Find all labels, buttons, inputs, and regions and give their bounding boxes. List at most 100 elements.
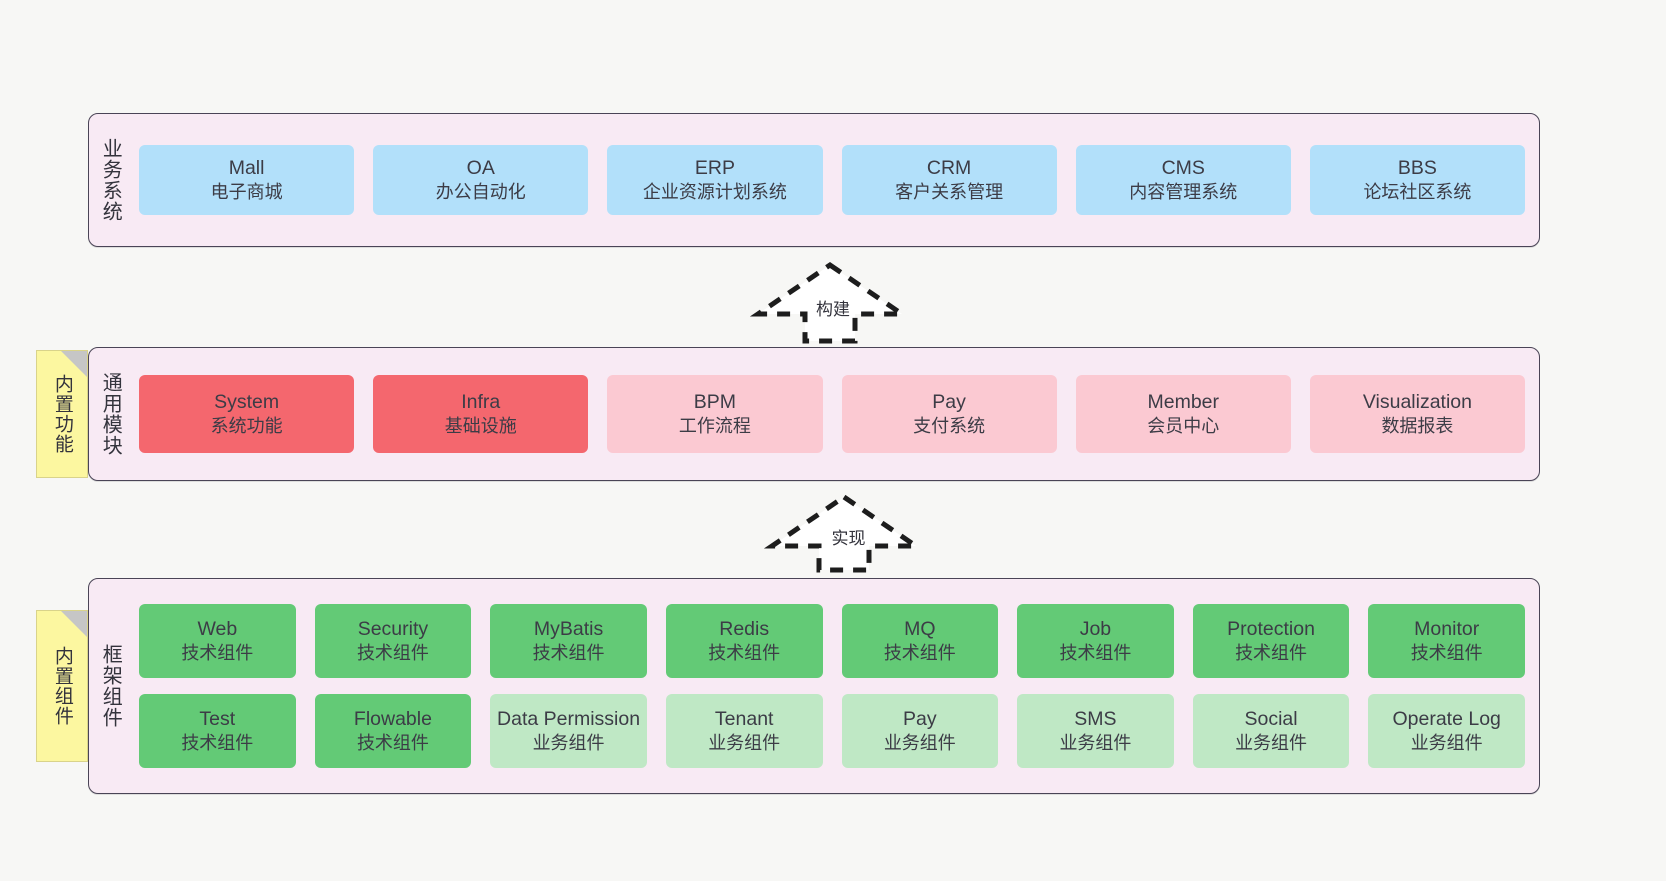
business-card-mall[interactable]: Mall 电子商城 — [139, 145, 355, 215]
card-title: Visualization — [1362, 391, 1473, 413]
component-card-job[interactable]: Job 技术组件 — [1017, 604, 1174, 678]
component-card-test[interactable]: Test 技术组件 — [139, 694, 296, 768]
card-title: CMS — [1161, 157, 1205, 179]
card-subtitle: 内容管理系统 — [1129, 181, 1238, 202]
card-title: OA — [466, 157, 495, 179]
card-subtitle: 办公自动化 — [435, 181, 526, 202]
sticky-note-builtin-component: 内置组件 — [36, 610, 88, 762]
card-subtitle: 技术组件 — [708, 642, 781, 663]
layer-framework-component: 框架组件 Web 技术组件 Security 技术组件 MyBatis 技术组件… — [88, 578, 1540, 794]
module-card-bpm[interactable]: BPM 工作流程 — [607, 375, 823, 453]
component-card-pay[interactable]: Pay 业务组件 — [841, 694, 999, 768]
component-card-sms[interactable]: SMS 业务组件 — [1017, 694, 1174, 768]
component-card-mybatis[interactable]: MyBatis 技术组件 — [490, 604, 647, 678]
business-card-crm[interactable]: CRM 客户关系管理 — [841, 145, 1057, 215]
component-card-protection[interactable]: Protection 技术组件 — [1192, 604, 1350, 678]
component-card-redis[interactable]: Redis 技术组件 — [665, 604, 823, 678]
card-subtitle: 技术组件 — [181, 642, 254, 663]
card-title: Social — [1244, 708, 1298, 730]
component-card-tenant[interactable]: Tenant 业务组件 — [665, 694, 823, 768]
card-title: Pay — [903, 708, 937, 730]
card-subtitle: 技术组件 — [1059, 642, 1132, 663]
arrow-label-implement: 实现 — [831, 529, 866, 548]
card-title: Flowable — [353, 708, 432, 730]
card-subtitle: 论坛社区系统 — [1363, 181, 1472, 202]
card-title: MQ — [904, 618, 936, 640]
layer-common-module: 通用模块 System 系统功能 Infra 基础设施 BPM 工作流程 Pay — [88, 347, 1540, 481]
card-title: SMS — [1074, 708, 1117, 730]
module-card-visualization[interactable]: Visualization 数据报表 — [1309, 375, 1526, 453]
card-subtitle: 业务组件 — [708, 732, 781, 753]
card-title: Test — [199, 708, 236, 730]
sticky-note-builtin-function: 内置功能 — [36, 350, 88, 478]
card-subtitle: 系统功能 — [210, 415, 283, 436]
card-title: Redis — [719, 618, 770, 640]
component-card-security[interactable]: Security 技术组件 — [314, 604, 472, 678]
module-card-infra[interactable]: Infra 基础设施 — [373, 375, 589, 453]
card-title: System — [214, 391, 280, 413]
framework-business-component-row: Test 技术组件 Flowable 技术组件 Data Permission … — [139, 694, 1525, 768]
note-label: 内置功能 — [51, 374, 73, 454]
component-card-flowable[interactable]: Flowable 技术组件 — [314, 694, 472, 768]
business-card-oa[interactable]: OA 办公自动化 — [373, 145, 589, 215]
card-subtitle: 技术组件 — [1410, 642, 1483, 663]
card-title: Infra — [461, 391, 501, 413]
card-title: Data Permission — [497, 708, 641, 730]
card-subtitle: 技术组件 — [883, 642, 956, 663]
module-card-member[interactable]: Member 会员中心 — [1075, 375, 1291, 453]
card-title: Job — [1079, 618, 1112, 640]
component-card-social[interactable]: Social 业务组件 — [1192, 694, 1350, 768]
business-card-erp[interactable]: ERP 企业资源计划系统 — [607, 145, 823, 215]
component-card-operate-log[interactable]: Operate Log 业务组件 — [1368, 694, 1525, 768]
arrow-label-build: 构建 — [816, 300, 850, 319]
layer-body-framework-component: Web 技术组件 Security 技术组件 MyBatis 技术组件 Redi… — [131, 579, 1539, 793]
layer-title-framework-component: 框架组件 — [99, 644, 122, 728]
card-title: MyBatis — [533, 618, 604, 640]
component-card-monitor[interactable]: Monitor 技术组件 — [1368, 604, 1525, 678]
card-subtitle: 技术组件 — [356, 732, 429, 753]
card-title: Member — [1147, 391, 1220, 413]
card-subtitle: 技术组件 — [532, 642, 605, 663]
generalization-arrow-build: 构建 — [749, 261, 911, 344]
card-title: ERP — [694, 157, 735, 179]
card-title: BBS — [1397, 157, 1437, 179]
module-card-pay[interactable]: Pay 支付系统 — [841, 375, 1057, 453]
card-subtitle: 电子商城 — [210, 181, 283, 202]
note-fold-corner — [61, 351, 87, 377]
card-subtitle: 技术组件 — [1235, 642, 1308, 663]
layer-business-system: 业务系统 Mall 电子商城 OA 办公自动化 ERP 企业资源计划系统 CRM — [88, 113, 1540, 247]
framework-tech-component-row: Web 技术组件 Security 技术组件 MyBatis 技术组件 Redi… — [139, 604, 1525, 678]
card-subtitle: 会员中心 — [1147, 415, 1220, 436]
card-subtitle: 数据报表 — [1381, 415, 1454, 436]
card-title: CRM — [926, 157, 972, 179]
layer-body-common-module: System 系统功能 Infra 基础设施 BPM 工作流程 Pay 支付系统… — [131, 348, 1539, 480]
card-subtitle: 业务组件 — [532, 732, 605, 753]
card-subtitle: 客户关系管理 — [895, 181, 1004, 202]
layer-title-common-module: 通用模块 — [99, 372, 122, 456]
component-card-mq[interactable]: MQ 技术组件 — [841, 604, 999, 678]
card-subtitle: 业务组件 — [1059, 732, 1132, 753]
layer-title-business-system: 业务系统 — [99, 138, 122, 222]
component-card-data-permission[interactable]: Data Permission 业务组件 — [490, 694, 647, 768]
card-title: Security — [357, 618, 429, 640]
business-card-row: Mall 电子商城 OA 办公自动化 ERP 企业资源计划系统 CRM 客户关系… — [139, 145, 1526, 215]
card-title: Tenant — [714, 708, 774, 730]
layer-body-business-system: Mall 电子商城 OA 办公自动化 ERP 企业资源计划系统 CRM 客户关系… — [131, 114, 1539, 246]
card-subtitle: 业务组件 — [1410, 732, 1483, 753]
module-card-system[interactable]: System 系统功能 — [139, 375, 355, 453]
card-subtitle: 工作流程 — [678, 415, 751, 436]
card-subtitle: 业务组件 — [883, 732, 956, 753]
business-card-cms[interactable]: CMS 内容管理系统 — [1075, 145, 1291, 215]
card-title: BPM — [693, 391, 737, 413]
business-card-bbs[interactable]: BBS 论坛社区系统 — [1309, 145, 1526, 215]
component-card-web[interactable]: Web 技术组件 — [139, 604, 296, 678]
card-title: Mall — [228, 157, 265, 179]
card-subtitle: 基础设施 — [444, 415, 517, 436]
card-subtitle: 技术组件 — [181, 732, 254, 753]
card-subtitle: 企业资源计划系统 — [642, 181, 787, 202]
card-title: Pay — [932, 391, 966, 413]
note-fold-corner — [61, 611, 87, 637]
common-module-card-row: System 系统功能 Infra 基础设施 BPM 工作流程 Pay 支付系统… — [139, 375, 1526, 453]
card-title: Protection — [1227, 618, 1315, 640]
